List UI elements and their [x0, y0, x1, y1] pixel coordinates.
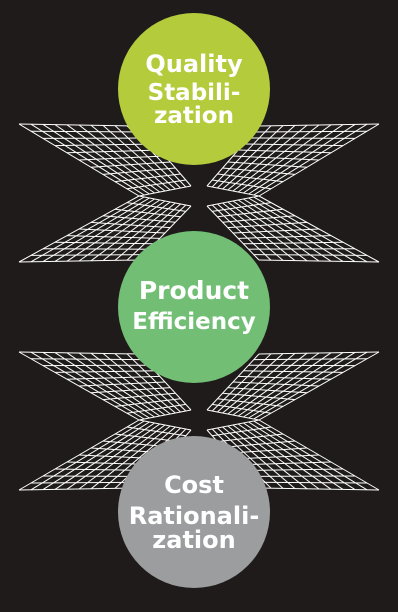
lower-mesh-line: [227, 387, 308, 394]
upper-mesh-line: [212, 179, 272, 190]
lower-mesh-line: [90, 387, 171, 394]
upper-mesh-line: [227, 161, 308, 168]
upper-mesh-line: [253, 254, 368, 256]
upper-mesh-line: [138, 195, 192, 207]
lower-mesh-line: [212, 403, 272, 414]
upper-mesh-line: [126, 202, 186, 212]
product-efficiency-circle: Product Efficiency: [118, 231, 270, 383]
upper-mesh-line: [206, 195, 260, 207]
lower-mesh-line: [243, 468, 344, 472]
upper-mesh-line: [66, 149, 160, 154]
lower-mesh-line: [217, 398, 284, 407]
upper-mesh-line: [90, 161, 171, 168]
upper-mesh-line: [206, 185, 260, 197]
upper-mesh-line: [30, 254, 145, 256]
cost-rationalization-circle: Cost Rationali- zation: [118, 436, 270, 588]
upper-mesh-line: [30, 130, 145, 133]
lower-mesh-line: [114, 398, 181, 407]
upper-mesh-line: [18, 259, 140, 263]
lower-mesh-line: [222, 392, 296, 401]
lower-mesh-line: [66, 375, 160, 380]
upper-mesh-line: [138, 185, 192, 197]
upper-mesh-line: [54, 241, 155, 245]
lower-mesh-line: [258, 487, 380, 491]
upper-mesh-line: [222, 215, 296, 223]
upper-mesh-line: [212, 202, 272, 212]
product-label: Product: [138, 276, 250, 305]
rationalization-label-part2: zation: [152, 526, 236, 554]
upper-mesh-line: [243, 143, 344, 147]
upper-mesh-line: [222, 167, 296, 175]
upper-mesh-line: [18, 123, 140, 127]
lower-mesh-line: [253, 358, 368, 361]
lower-mesh-line: [253, 481, 368, 484]
lower-mesh-line: [243, 370, 344, 373]
upper-mesh-line: [114, 173, 181, 183]
lower-mesh-line: [78, 381, 166, 387]
lower-mesh-line: [138, 409, 192, 421]
upper-mesh-line: [102, 167, 176, 175]
upper-mesh-line: [238, 149, 332, 154]
upper-mesh-line: [238, 235, 332, 239]
upper-mesh-line: [90, 221, 171, 229]
lower-mesh-line: [212, 426, 272, 437]
lower-mesh-line: [126, 403, 186, 414]
quality-label: Quality: [145, 50, 243, 78]
upper-mesh-line: [232, 155, 320, 161]
lower-mesh-line: [217, 433, 284, 443]
efficiency-label: Efficiency: [132, 309, 256, 335]
lower-mesh-line: [54, 370, 155, 373]
lower-mesh-line: [138, 419, 192, 431]
stabilization-label-part1: Stabili-: [147, 80, 241, 106]
lower-mesh-line: [126, 426, 186, 437]
lower-mesh-line: [206, 419, 260, 431]
lower-mesh-line: [206, 409, 260, 421]
upper-mesh-line: [78, 155, 166, 161]
lower-mesh-line: [102, 392, 176, 401]
upper-mesh-line: [114, 208, 181, 218]
quality-stabilization-circle: Quality Stabili- zation: [118, 13, 270, 165]
upper-mesh-line: [227, 221, 308, 229]
upper-mesh-line: [243, 241, 344, 245]
upper-mesh-line: [258, 259, 380, 263]
lower-mesh-line: [18, 351, 140, 355]
upper-mesh-line: [102, 215, 176, 223]
upper-mesh-line: [66, 235, 160, 239]
upper-mesh-line: [253, 130, 368, 133]
upper-mesh-line: [217, 208, 284, 218]
upper-mesh-line: [126, 179, 186, 190]
lower-mesh-line: [238, 375, 332, 380]
cost-label: Cost: [164, 471, 224, 499]
lower-mesh-line: [18, 487, 140, 491]
upper-mesh-line: [258, 123, 380, 127]
lower-mesh-line: [30, 358, 145, 361]
lower-mesh-line: [258, 351, 380, 355]
lower-mesh-line: [222, 440, 296, 448]
upper-mesh-line: [78, 228, 166, 234]
stabilization-label-part2: zation: [154, 103, 234, 129]
upper-mesh-line: [54, 143, 155, 147]
rationalization-label-part1: Rationali-: [128, 502, 260, 530]
lower-mesh-line: [232, 381, 320, 387]
upper-mesh-line: [217, 173, 284, 183]
upper-mesh-line: [232, 228, 320, 234]
